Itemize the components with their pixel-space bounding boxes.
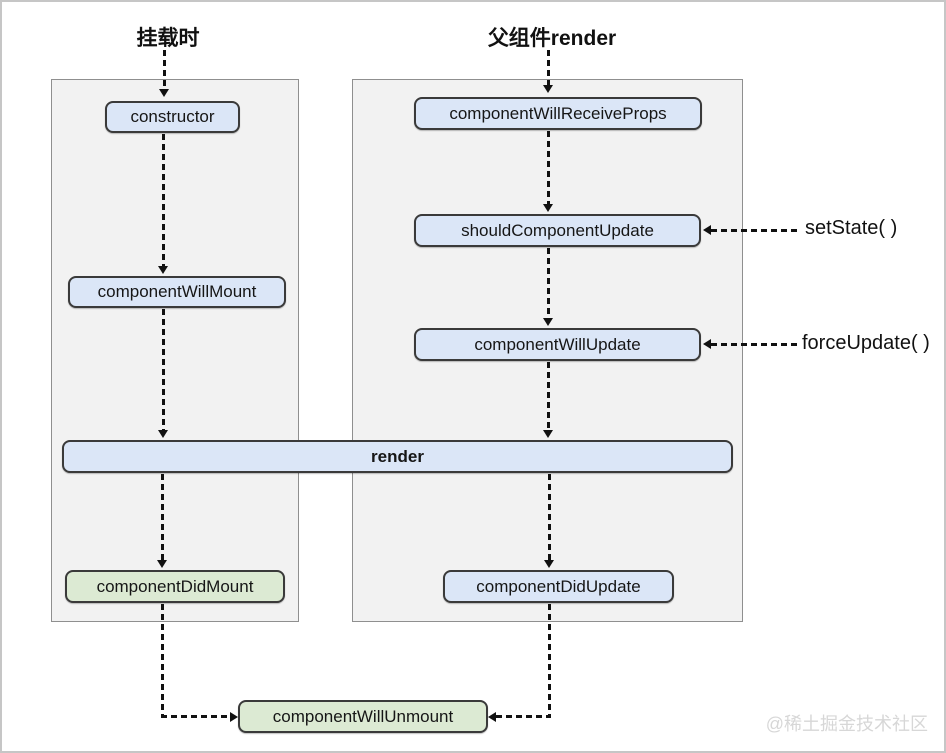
arrowhead-shouldupdate-to-willupdate [543,318,553,326]
forceupdate-label: forceUpdate( ) [802,332,930,354]
node-constructor: constructor [105,101,240,133]
arrowhead-didmount-to-unmount [230,712,238,722]
node-componentwillmount: componentWillMount [68,276,286,308]
arrow-line-title-to-constructor [163,50,166,89]
arrow-line-willmount-to-render [162,309,165,430]
node-componentwillreceiveprops: componentWillReceiveProps [414,97,702,130]
setstate-label: setState( ) [805,217,898,239]
arrowhead-constructor-to-willmount [158,266,168,274]
arrow-line-setstate [711,229,799,232]
arrowhead-setstate [703,225,711,235]
arrow-line-constructor-to-willmount [162,134,165,266]
node-componentwillupdate: componentWillUpdate [414,328,701,361]
arrowhead-render-to-didmount [157,560,167,568]
arrowhead-title-to-willreceiveprops [543,85,553,93]
arrow-line-shouldupdate-to-willupdate [547,248,550,318]
arrow-line-render-to-didmount [161,474,164,560]
mount-phase-panel [51,79,299,622]
arrow-line-didupdate-to-unmount [496,715,549,718]
left-column-title: 挂载时 [136,27,200,50]
arrow-line-willreceiveprops-to-shouldupdate [547,131,550,204]
arrow-line-didupdate-down [548,604,551,718]
arrowhead-title-to-constructor [159,89,169,97]
arrowhead-forceupdate [703,339,711,349]
node-componentwillunmount: componentWillUnmount [238,700,488,733]
node-componentdidmount: componentDidMount [65,570,285,603]
watermark: @稀土掘金技术社区 [765,714,928,734]
right-column-title: 父组件render [487,27,617,50]
node-shouldcomponentupdate: shouldComponentUpdate [414,214,701,247]
arrowhead-willreceiveprops-to-shouldupdate [543,204,553,212]
node-componentdidupdate: componentDidUpdate [443,570,674,603]
arrowhead-render-to-didupdate [544,560,554,568]
arrow-line-forceupdate [711,343,799,346]
arrow-line-didmount-to-unmount [161,715,230,718]
node-render: render [62,440,733,473]
arrowhead-willmount-to-render [158,430,168,438]
arrow-line-title-to-willreceiveprops [547,50,550,85]
arrowhead-didupdate-to-unmount [488,712,496,722]
arrowhead-willupdate-to-render [543,430,553,438]
arrow-line-render-to-didupdate [548,474,551,560]
arrow-line-didmount-down [161,604,164,718]
arrow-line-willupdate-to-render [547,362,550,430]
